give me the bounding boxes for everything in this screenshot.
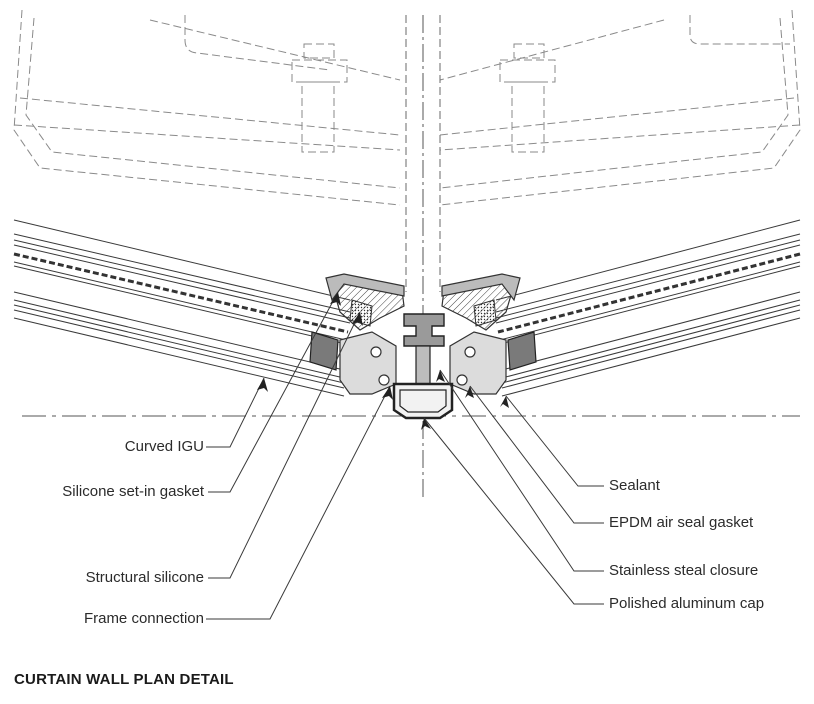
label-silicone-set-in-gasket: Silicone set-in gasket bbox=[62, 483, 204, 500]
igu-spacer-left bbox=[13, 252, 349, 334]
dashed-frame-left bbox=[13, 9, 401, 206]
leader-polished-aluminum-cap bbox=[423, 417, 604, 605]
gasket-dotted-right bbox=[473, 299, 497, 327]
leader-structural-silicone bbox=[208, 311, 361, 579]
igu-spacer-right bbox=[497, 252, 801, 334]
set-in-gasket-right bbox=[507, 331, 537, 371]
leader-lines-right bbox=[423, 369, 604, 605]
label-structural-silicone: Structural silicone bbox=[85, 569, 204, 586]
frame-body-right bbox=[449, 331, 507, 395]
leader-frame-connection bbox=[206, 385, 391, 620]
center-stem bbox=[415, 345, 431, 387]
curved-igu-right bbox=[495, 219, 801, 397]
leader-arrows-right bbox=[421, 370, 509, 430]
sealant-cap-left bbox=[325, 273, 405, 302]
label-sealant: Sealant bbox=[609, 477, 660, 494]
mullion-assembly bbox=[309, 273, 537, 420]
dashed-frame-right bbox=[439, 9, 801, 206]
label-curved-igu: Curved IGU bbox=[124, 438, 204, 455]
stainless-steal-closure-shape bbox=[403, 313, 445, 347]
leader-arrows-left bbox=[257, 292, 393, 400]
leader-epdm-air-seal-gasket bbox=[469, 385, 604, 524]
sealant-cap-right bbox=[441, 273, 521, 302]
leader-stainless-steal-closure bbox=[439, 369, 604, 572]
polished-aluminum-cap-shape bbox=[392, 382, 454, 420]
frame-body-left bbox=[339, 331, 397, 395]
curved-igu-left bbox=[13, 219, 351, 397]
label-epdm-air-seal-gasket: EPDM air seal gasket bbox=[609, 514, 754, 531]
center-mullion-dashed bbox=[405, 15, 441, 292]
leader-sealant bbox=[505, 395, 604, 487]
figure-title: CURTAIN WALL PLAN DETAIL bbox=[14, 671, 234, 688]
leader-silicone-set-in-gasket bbox=[208, 291, 339, 493]
leader-lines-left bbox=[206, 291, 391, 620]
label-frame-connection: Frame connection bbox=[83, 610, 204, 627]
set-in-gasket-left bbox=[309, 331, 339, 371]
label-stainless-steal-closure: Stainless steal closure bbox=[609, 562, 759, 579]
label-polished-aluminum-cap: Polished aluminum cap bbox=[609, 595, 765, 612]
leader-curved-igu bbox=[206, 377, 265, 448]
